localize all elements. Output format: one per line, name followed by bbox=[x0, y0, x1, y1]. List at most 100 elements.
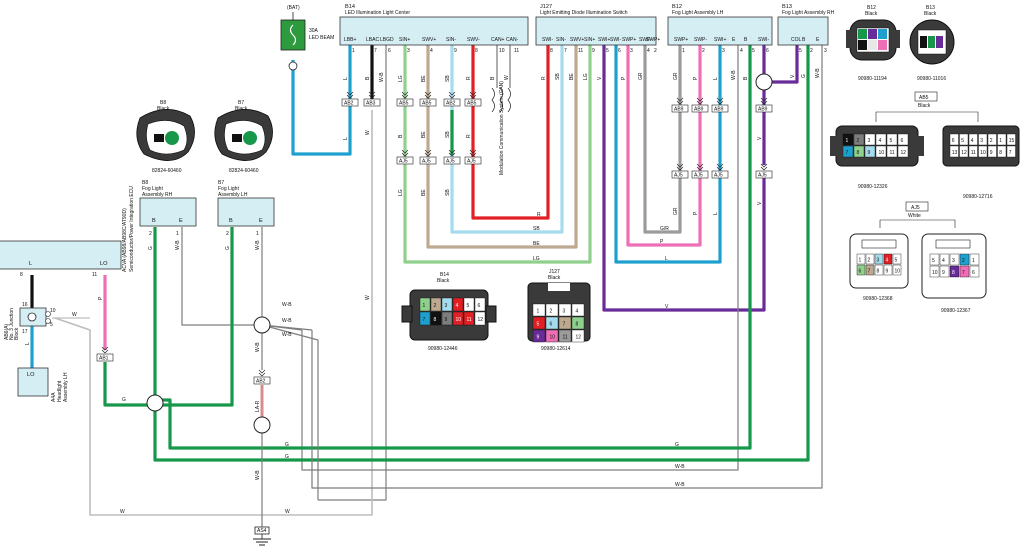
wire-color-label: SB bbox=[445, 75, 451, 82]
wire-color-label: W-B bbox=[282, 318, 292, 324]
pin-number: 5 bbox=[932, 258, 935, 264]
j127-pin-num: 5 bbox=[606, 48, 609, 54]
b14-pin-num: 8 bbox=[475, 48, 478, 54]
pin-number: 4 bbox=[576, 309, 579, 315]
pin-number: 3 bbox=[952, 258, 955, 264]
pin-number: 9 bbox=[990, 150, 993, 156]
b14-pin-name: CAN- bbox=[506, 37, 519, 43]
cv-b8-color: Black bbox=[157, 106, 170, 112]
inline-connector-label: AB9 bbox=[758, 107, 768, 113]
ecu-line2: Semiconductor/Power Integration ECU bbox=[129, 186, 135, 272]
wire-color-label: L bbox=[25, 342, 31, 345]
cv-ab5-color: Black bbox=[918, 103, 931, 109]
wire-wb-b8 bbox=[181, 227, 262, 326]
b13-code: B13 bbox=[782, 4, 792, 10]
wire-v-j127 bbox=[602, 45, 766, 312]
wire-color-label: G bbox=[148, 246, 154, 250]
inline-connector bbox=[691, 170, 709, 179]
wire-color-label: G bbox=[675, 442, 679, 448]
fuse-rating: 30A bbox=[309, 28, 319, 34]
pin-number: 1 bbox=[972, 258, 975, 264]
inline-connector-label: AJ5 bbox=[714, 173, 723, 179]
pin-number: 8 bbox=[576, 322, 579, 328]
b12-pin-name: SWI- bbox=[758, 37, 769, 43]
inline-connector-label: AB9 bbox=[714, 107, 724, 113]
wire-g-b7 bbox=[162, 227, 234, 407]
j127-pin-name: SWI+ bbox=[598, 37, 610, 43]
wire-color-label: LG bbox=[398, 75, 404, 82]
wire-color-label: V bbox=[665, 304, 669, 310]
wire-color-label: W-B bbox=[255, 342, 261, 352]
j127-pin-name: SWP+ bbox=[646, 37, 660, 43]
wire-color-label: R bbox=[466, 134, 472, 138]
inline-connector bbox=[671, 104, 689, 113]
conn-view-b12: B12 Black 90980-11194 bbox=[846, 5, 900, 82]
pin-number: 2 bbox=[550, 309, 553, 315]
inline-connector-label: AB5 bbox=[422, 101, 432, 107]
inline-connector bbox=[443, 98, 461, 107]
pin-number: 7 bbox=[423, 317, 426, 323]
splice-v bbox=[755, 73, 773, 91]
pin-number: 2 bbox=[868, 258, 871, 264]
b7-body bbox=[217, 197, 275, 227]
wire-color-label: G bbox=[801, 74, 807, 78]
b14-pin-name: CAN+ bbox=[491, 37, 505, 43]
inline-connector-label: AB2 bbox=[256, 379, 266, 385]
pin-number: 8 bbox=[877, 269, 880, 275]
wire-color-label: W-B bbox=[675, 464, 685, 470]
inline-connector-label: AB5 bbox=[399, 101, 409, 107]
fuse-name: LED BEAM bbox=[309, 35, 334, 41]
pin-number: 10 bbox=[550, 335, 556, 341]
b14-pin-name: LBGD bbox=[380, 37, 394, 43]
b12-pin-num: 1 bbox=[682, 48, 685, 54]
pin-number: 9 bbox=[886, 269, 889, 275]
b12-code: B12 bbox=[672, 4, 682, 10]
pin-number: 5 bbox=[467, 303, 470, 309]
wire-color-label: W-B bbox=[282, 302, 292, 308]
b12-body bbox=[667, 16, 773, 46]
inline-connector bbox=[443, 156, 461, 165]
j127-pin-name: SWI- bbox=[542, 37, 553, 43]
wire-color-label: SB bbox=[445, 189, 451, 196]
b8-num-e: 1 bbox=[176, 231, 179, 237]
wire-color-label: W-B bbox=[675, 482, 685, 488]
j127-pin-name: SWP- bbox=[639, 37, 652, 43]
pin-number: 2 bbox=[990, 138, 993, 144]
wire-color-label: P bbox=[693, 211, 699, 215]
junction-line3: Block bbox=[14, 327, 20, 340]
cv-aj5l-part: 90980-12368 bbox=[863, 296, 893, 302]
j127-pin-num: 4 bbox=[647, 48, 650, 54]
b14-code: B14 bbox=[345, 4, 355, 10]
ecu-pin-l: L bbox=[29, 261, 32, 267]
cv-aj5-code: AJ5 bbox=[911, 205, 920, 211]
cv-b7-code: B7 bbox=[238, 100, 244, 106]
inline-connector-label: AB1 bbox=[99, 356, 109, 362]
b8-title-2: Assembly RH bbox=[142, 192, 173, 198]
pin-number: 8 bbox=[857, 150, 860, 156]
wire-color-label: L bbox=[343, 77, 349, 80]
wire-layer bbox=[30, 45, 823, 528]
wire-l-fuse bbox=[291, 45, 352, 156]
pin-number: 12 bbox=[576, 335, 582, 341]
j127-pin-num: 7 bbox=[564, 48, 567, 54]
pin-number: 7 bbox=[868, 269, 871, 275]
headlight-line1: Headlight bbox=[57, 380, 63, 402]
inline-connector bbox=[341, 98, 359, 107]
pin-number: 4 bbox=[971, 138, 974, 144]
inline-connector-label: AJ5 bbox=[446, 159, 455, 165]
pin-number: 3 bbox=[980, 138, 983, 144]
pin-number: 10 bbox=[980, 150, 986, 156]
b12-pin-name: B bbox=[744, 37, 748, 43]
b12-pin-num: 2 bbox=[702, 48, 705, 54]
wire-color-label: LG bbox=[533, 256, 540, 262]
wire-color-label: W bbox=[120, 509, 125, 515]
j127-body bbox=[535, 16, 657, 46]
j127-pin-num: 8 bbox=[550, 48, 553, 54]
pin-number: 3 bbox=[445, 303, 448, 309]
wire-color-label: BE bbox=[569, 73, 575, 80]
cv-b13-code: B13 bbox=[926, 5, 935, 11]
wire-color-label: P bbox=[693, 76, 699, 80]
